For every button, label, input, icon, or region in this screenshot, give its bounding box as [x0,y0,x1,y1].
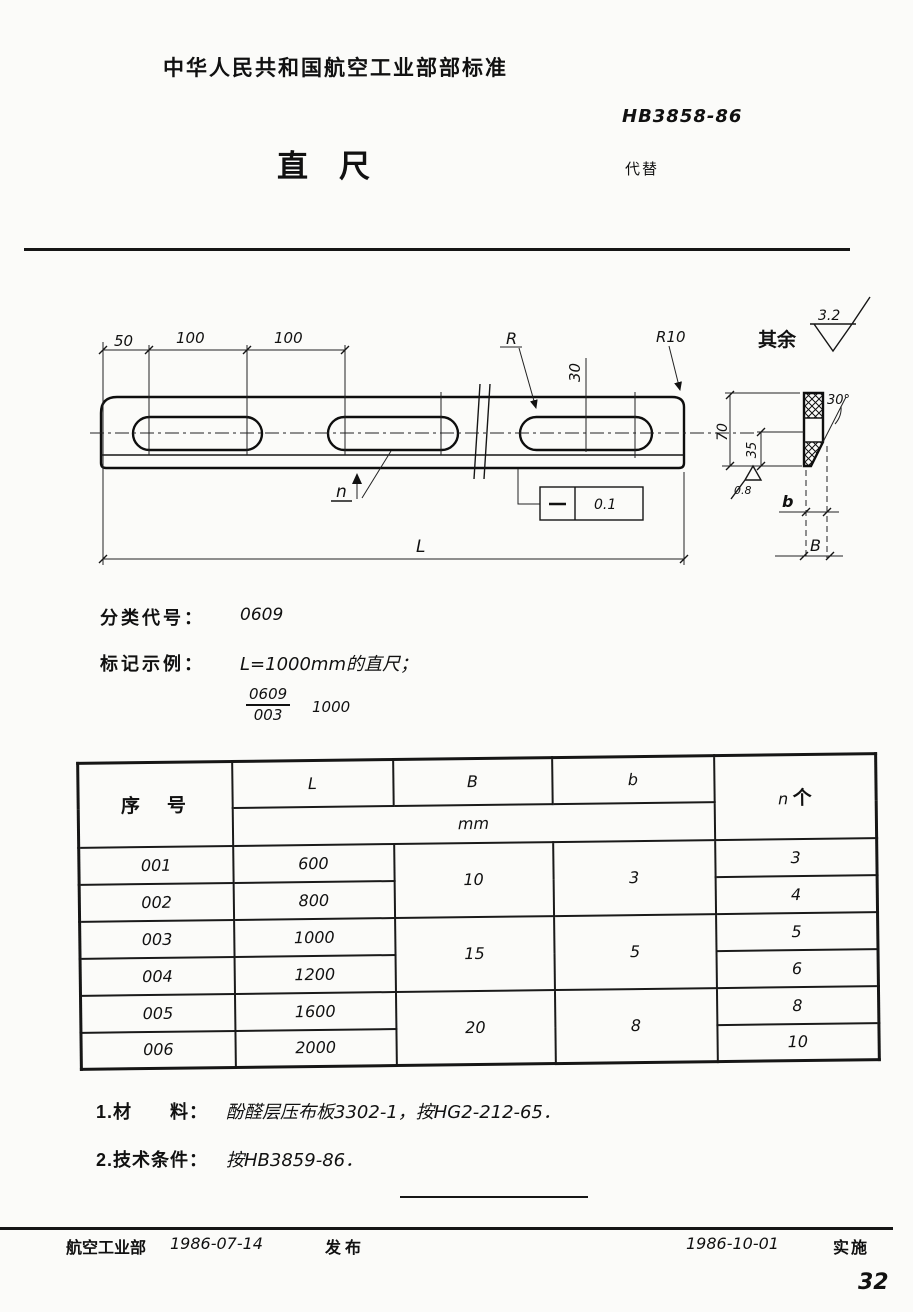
cell-seq: 002 [79,882,234,922]
cell-L: 600 [232,843,395,883]
finish-symbol-icon [730,464,763,500]
cell-n: 10 [716,1022,880,1062]
section-B-label: B [810,536,821,555]
up-arrow-icon [352,473,362,484]
section-dim-35: 35 [745,442,760,459]
footer-effective-date: 1986-10-01 [686,1234,779,1253]
cell-seq: 001 [78,845,234,885]
flatness-value: 0.1 [594,497,616,513]
cell-B: 20 [395,989,556,1066]
marking-code-fraction: 0609 003 [246,686,291,724]
cell-n: 5 [715,911,878,951]
cell-L: 1000 [233,917,396,957]
top-dimension-lines: 50 100 100 [98,329,350,355]
marking-size-value: 1000 [312,698,351,716]
cell-n: 3 [714,837,878,877]
col-header-L: L [231,759,394,808]
page-number: 32 [858,1270,889,1295]
cell-L: 1200 [234,954,396,994]
slot-count-callout: n [331,450,392,502]
unit-header: mm [232,801,715,846]
straightness-tolerance-frame: 0.1 [517,469,644,521]
dim-30: 30 [566,363,584,382]
footer-issue-label: 发布 [325,1240,366,1257]
separator-line [400,1196,588,1198]
note-label: 1.材 料： [96,1102,209,1122]
dim-100b: 100 [274,329,303,347]
section-finish: 0.8 [734,484,752,497]
cell-b: 8 [554,987,718,1064]
section-angle: 30° [827,393,850,408]
cell-seq: 004 [80,956,235,996]
marking-code-numerator: 0609 [246,686,291,706]
dim-100a: 100 [176,329,205,347]
surface-roughness-note: 其余 3.2 [758,296,871,353]
radius10-label: R10 [656,328,686,346]
roughness-value: 3.2 [818,308,840,324]
note-label: 2.技术条件： [96,1150,209,1170]
roughness-symbol-icon [810,296,871,353]
col-header-n: n 个 [713,753,877,840]
standard-number: HB3858-86 [622,106,743,127]
specification-table: 序 号 L B b n 个 mm 001 600 10 3 3 002 800 … [76,752,881,1071]
col-header-n-letter: n [777,789,789,809]
cell-L: 800 [233,880,395,920]
note-technical-conditions: 2.技术条件： 按HB3859-86． [96,1146,363,1172]
cell-n: 8 [716,985,879,1025]
section-dim-70: 70 [715,423,731,441]
cell-L: 1600 [234,991,396,1031]
marking-code-denominator: 003 [253,706,283,724]
radius-callouts: R R10 [500,328,686,409]
extension-lines [102,342,685,565]
slot-width-dimension: 30 [566,363,584,382]
section-b-label: b [782,492,793,511]
col-header-seq: 序 号 [77,761,233,848]
note-material: 1.材 料： 酚醛层压布板3302-1，按HG2-212-65． [96,1098,561,1124]
length-label: L [416,537,425,557]
technical-drawing: 50 100 100 R R10 30 n 0.1 L 其余 3.2 [90,296,871,565]
footer-issue-date: 1986-07-14 [170,1234,263,1253]
footer-effective-label: 实施 [833,1240,870,1257]
dim-50: 50 [114,332,133,350]
document-title: 直 尺 [277,149,370,184]
header-rule [24,248,850,251]
footer-issuer: 航空工业部 [66,1240,147,1257]
cell-seq: 003 [79,919,235,959]
cell-L: 2000 [234,1028,397,1068]
cell-n: 6 [715,948,879,988]
org-standard-title: 中华人民共和国航空工业部部标准 [163,57,508,80]
length-dimension: L [98,537,689,564]
classification-label: 分类代号： [100,608,205,628]
cell-b: 3 [552,839,716,916]
marking-example-label: 标记示例： [100,654,205,674]
marking-example-text: L=1000mm的直尺； [240,654,418,675]
roughness-label: 其余 [758,328,797,351]
n-label: n [336,482,347,502]
cell-seq: 005 [80,993,235,1033]
cell-B: 10 [393,841,554,918]
note-text: 按HB3859-86． [226,1150,364,1171]
cell-seq: 006 [80,1030,236,1070]
radius-label: R [506,329,517,348]
note-text: 酚醛层压布板3302-1，按HG2-212-65． [226,1102,561,1123]
cell-B: 15 [394,915,555,992]
col-header-B: B [392,757,553,806]
supersedes-label: 代替 [625,161,660,178]
col-header-n-unit: 个 [792,788,812,810]
ruler-front-view [90,383,754,480]
break-lines [473,383,491,480]
cell-b: 5 [553,913,717,990]
cell-n: 4 [715,874,878,914]
footer-rule [0,1227,893,1230]
cross-section-view: 30° 70 35 0.8 b B [715,390,850,561]
col-header-b: b [551,755,715,804]
classification-code: 0609 [240,605,284,625]
